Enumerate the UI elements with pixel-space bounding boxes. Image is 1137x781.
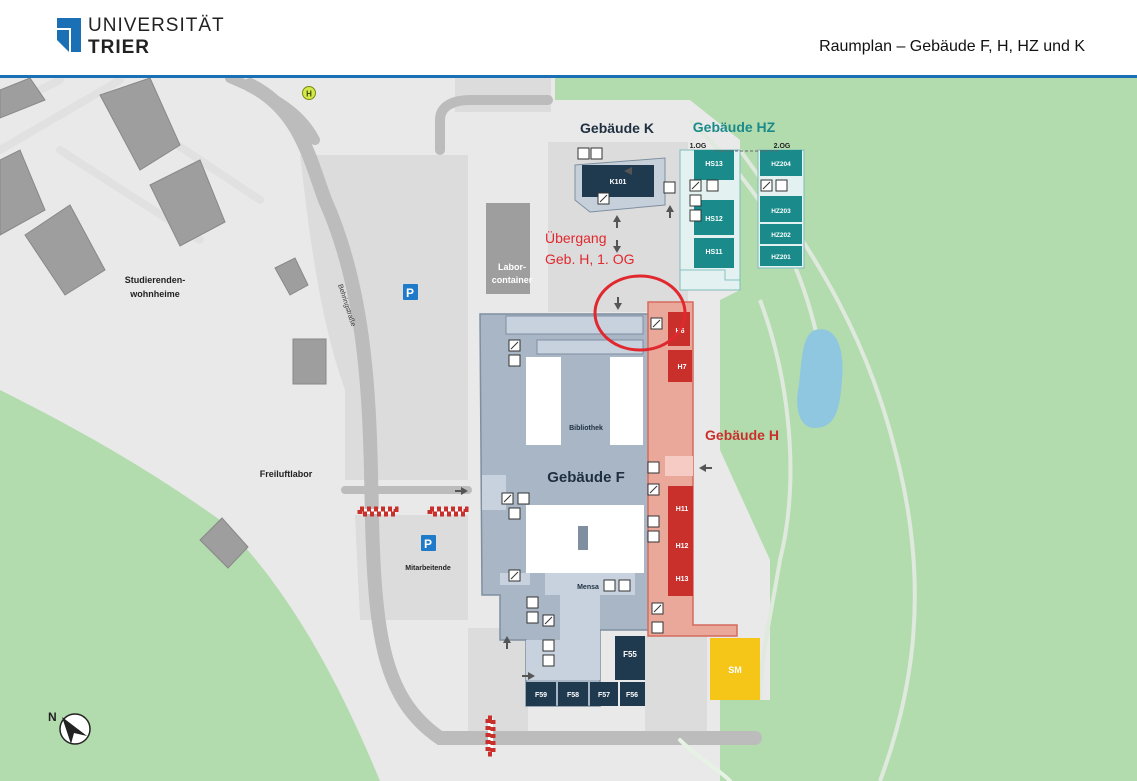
page-header: UNIVERSITÄT TRIER Raumplan – Gebäude F, … [0, 0, 1137, 78]
mitarbeitende-label: Mitarbeitende [405, 565, 451, 572]
mensa-icons [603, 579, 631, 592]
logo-text-trier: TRIER [88, 37, 150, 58]
university-logo-icon [57, 18, 81, 52]
bus-stop-sign: H [302, 86, 316, 100]
freiluftlabor-label: Freiluftlabor [260, 469, 313, 479]
room-h7: H7 [678, 364, 687, 371]
accessible-icons [526, 209, 702, 609]
room-hs13: HS13 [705, 161, 723, 168]
laborcontainer: Labor- container [486, 203, 533, 294]
elevator-icons [517, 179, 788, 634]
barriers [357, 506, 496, 757]
building-f [479, 313, 651, 707]
north-arrow: N [48, 710, 91, 745]
stairs-glyphs [503, 181, 771, 625]
laborcontainer-label-line2: container [492, 275, 533, 285]
room-hz203: HZ203 [771, 208, 791, 215]
uebergang-label-line2: Geb. H, 1. OG [545, 251, 634, 267]
gebaeude-h-label: Gebäude H [705, 427, 779, 443]
gebaeude-hz-label: Gebäude HZ [693, 119, 776, 135]
gebaeude-k-label: Gebäude K [580, 120, 654, 136]
uebergang-highlight-circle [593, 274, 687, 352]
studierendenwohnheime-label-line2: wohnheime [129, 289, 180, 299]
room-h11: H11 [676, 506, 689, 513]
header-divider [0, 75, 1137, 78]
room-sm: SM [728, 665, 742, 675]
room-h13: H13 [676, 576, 689, 583]
room-hs11: HS11 [705, 249, 722, 256]
gebaeude-f-label: Gebäude F [547, 469, 625, 486]
parking-sign-north: P [403, 284, 418, 300]
laborcontainer-label-line1: Labor- [498, 262, 526, 272]
uebergang-label-line1: Übergang [545, 229, 607, 246]
studierendenwohnheime-buildings [0, 78, 309, 296]
room-f56: F56 [626, 692, 638, 699]
parking-label-south: P [424, 537, 432, 551]
room-hs12: HS12 [705, 216, 723, 223]
building-f-rooms: F55 F59 F58 F57 F56 [526, 636, 645, 706]
building-hz: HS13 HS12 HS11 HZ204 HZ203 HZ202 HZ201 [679, 149, 805, 291]
hz-2og-label: 2.OG [774, 143, 791, 150]
north-label: N [48, 710, 57, 724]
parking-sign-mitarbeitende: P [421, 535, 436, 551]
room-f55: F55 [623, 650, 637, 659]
bus-stop-label: H [306, 90, 312, 99]
room-f58: F58 [567, 692, 579, 699]
page-title: Raumplan – Gebäude F, H, HZ und K [819, 38, 1085, 55]
room-h12: H12 [676, 543, 689, 550]
studierendenwohnheime-label-line1: Studierenden- [125, 275, 186, 285]
mensa-label: Mensa [577, 584, 599, 591]
room-hz204: HZ204 [771, 161, 791, 168]
campus-map: Labor- container F55 F59 F58 F57 F56 Bib… [0, 78, 1137, 781]
lake [797, 329, 843, 428]
bibliothek-label: Bibliothek [569, 425, 603, 432]
room-f59: F59 [535, 692, 547, 699]
hz-1og-label: 1.OG [690, 143, 707, 150]
room-hz201: HZ201 [771, 254, 791, 261]
building-k: K101 [574, 157, 666, 213]
building-sm: SM [710, 638, 760, 700]
other-buildings [199, 338, 327, 569]
entrance-arrows [455, 167, 712, 680]
room-k101: K101 [610, 179, 627, 186]
parking-label-north: P [406, 286, 414, 300]
room-f57: F57 [598, 692, 610, 699]
room-hz202: HZ202 [771, 232, 791, 239]
logo-text-universitaet: UNIVERSITÄT [88, 15, 225, 36]
